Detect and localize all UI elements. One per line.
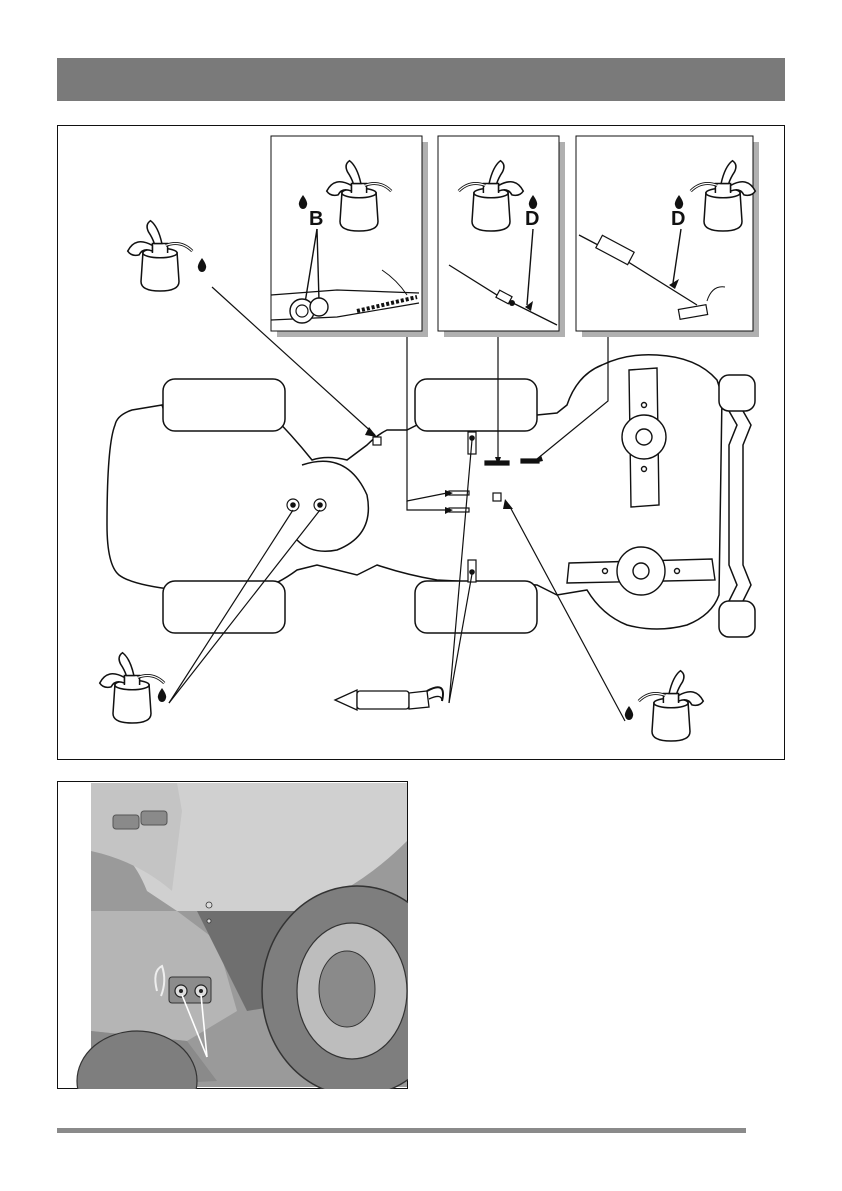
inset-detail-d-right: D [576, 136, 759, 337]
footer-bar [57, 1128, 746, 1133]
lubrication-diagram: B D D [57, 125, 785, 760]
section-header-bar [57, 58, 785, 101]
inset-label-d2: D [671, 208, 685, 230]
inset-label-d: D [525, 208, 539, 230]
lubrication-photo [57, 781, 408, 1089]
inset-label-b: B [309, 208, 323, 230]
inset-detail-d-left: D [438, 136, 565, 337]
inset-detail-b: B [271, 136, 428, 337]
